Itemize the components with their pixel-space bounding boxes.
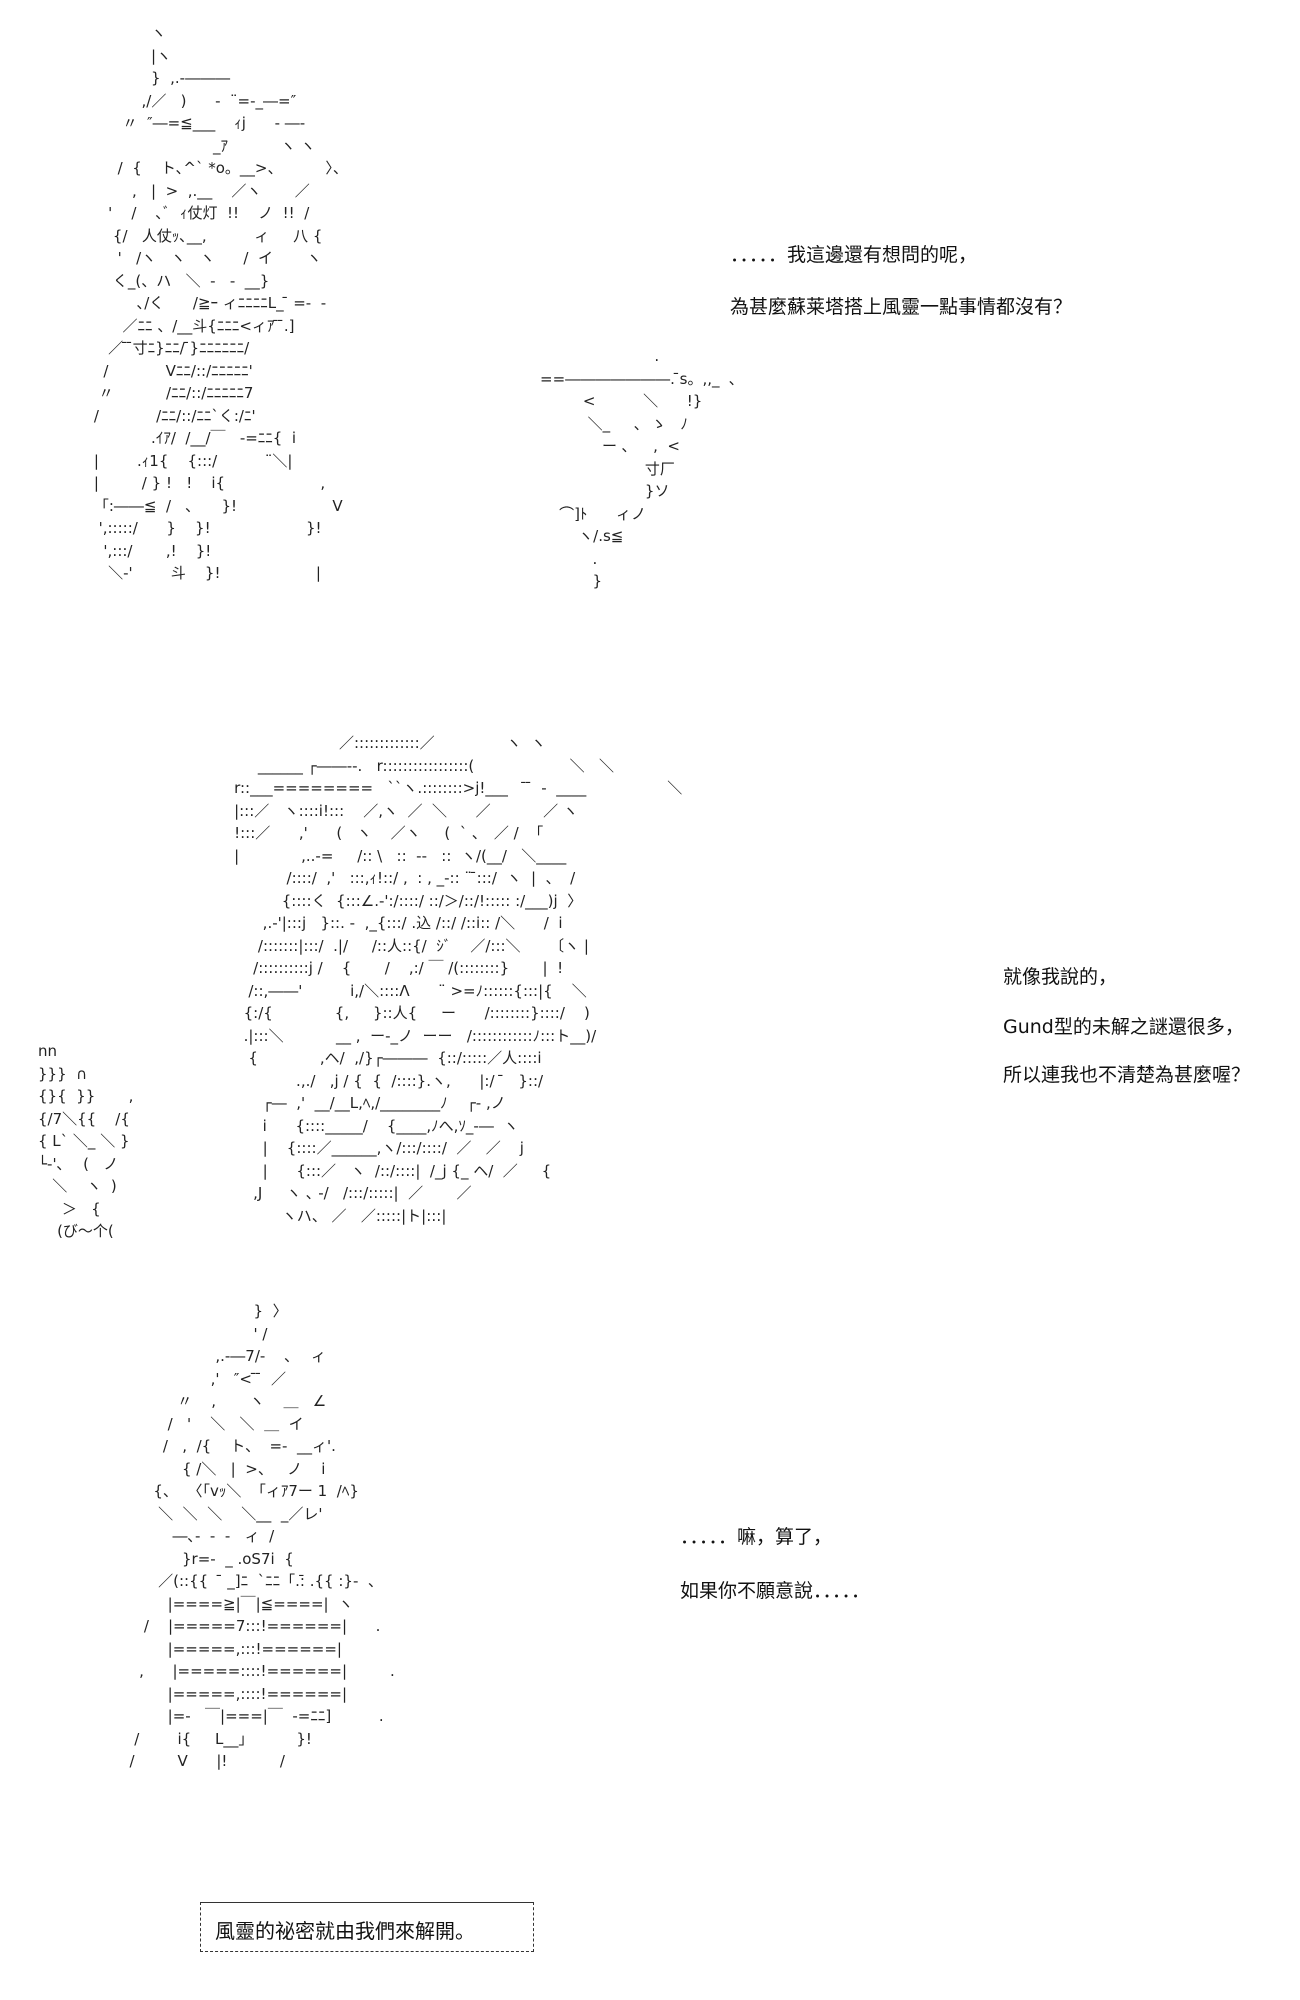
dialogue-line: Gund型的未解之謎還很多， [1003, 1016, 1244, 1038]
robot-art-middle: ／:::::::::::::／ ヽ ヽ ______ ┌――‐‐. r:::::… [234, 734, 683, 1225]
dialogue-line: 如果你不願意說．．．．． [680, 1580, 871, 1602]
dialogue-line: 為甚麼蘇莱塔搭上風靈一點事情都沒有？ [730, 296, 1073, 318]
caption-text: 風靈的祕密就由我們來解開。 [215, 1919, 475, 1943]
effect-art-top: . ==―――――――. ̄s。,,_ ､ < ＼ !} ＼_ ､ ゝ ﾉ ー … [540, 347, 737, 590]
dialogue-line: 就像我說的， [1003, 966, 1118, 988]
caption-box: 風靈的祕密就由我們來解開。 [200, 1902, 534, 1952]
character-art-bottom: } 〉 ' / ,.-―7/- ､ ィ ,' ″< ̄ ̄ ／ 〃 , ヽ ＿ … [129, 1302, 395, 1770]
dialogue-line: ．．．．．嘛，算了， [680, 1526, 833, 1548]
dialogue-line: 所以連我也不清楚為甚麼喔？ [1003, 1064, 1251, 1086]
hand-art-middle: nn }}} ∩ {}{ }} , {/7＼{{ /{ { L` ＼_ ＼ } … [38, 1042, 134, 1240]
character-art-top: ヽ |ヽ } ,.-――― ,/／ ) - ¨=-_―=″ 〃 ″―=≦___ … [93, 24, 348, 582]
dialogue-line: ．．．．．我這邊還有想問的呢， [730, 244, 978, 266]
